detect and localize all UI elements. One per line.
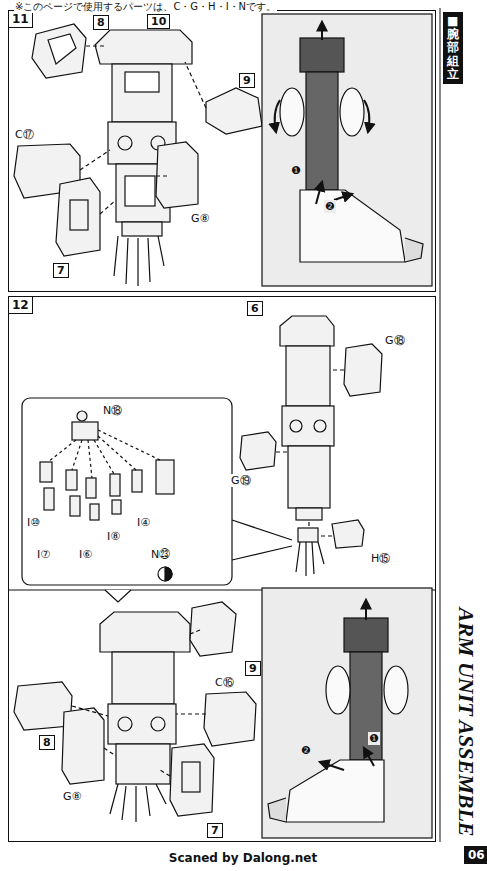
part-number-text: 06 — [468, 848, 485, 862]
part-number-text: 6 — [251, 302, 259, 315]
part-callout: I④ — [136, 516, 151, 529]
part-number-text: 9 — [249, 662, 257, 675]
part-callout: G⑧ — [190, 212, 210, 225]
part-number: 10 — [147, 14, 170, 29]
step-order: ❶ — [368, 732, 380, 745]
step-order: ❶ — [290, 164, 302, 177]
part-callout: G⑱ — [384, 334, 406, 347]
part-number: 7 — [53, 263, 69, 278]
section-title: ■腕部組立 — [447, 15, 459, 81]
step-order: ❷ — [300, 744, 312, 757]
page-number: 06 — [464, 846, 487, 864]
part-callout: N⑱ — [102, 404, 123, 417]
part-number: 8 — [39, 735, 55, 750]
step-number: 12 — [8, 296, 33, 314]
part-callout: I⑩ — [26, 516, 41, 529]
section-heading: ARM UNIT ASSEMBLE — [454, 606, 478, 837]
part-callout: G⑧ — [62, 790, 82, 803]
part-callout: I⑧ — [106, 530, 121, 543]
part-callout: H⑮ — [370, 552, 391, 565]
part-number-text: 8 — [97, 16, 105, 29]
part-number-text: 7 — [211, 824, 219, 837]
part-callout: I⑦ — [36, 548, 51, 561]
section-tab: ■腕部組立 — [443, 12, 463, 84]
part-number-text: 9 — [243, 74, 251, 87]
step-panel: 1181097 — [8, 10, 436, 292]
part-number: 7 — [207, 823, 223, 838]
part-number: 9 — [239, 73, 255, 88]
watermark: Scaned by Dalong.net — [168, 851, 318, 865]
step-panel: 12 6 9 8 7 — [8, 296, 436, 842]
step-order: ❷ — [324, 200, 336, 213]
part-callout: C⑯ — [214, 676, 235, 689]
part-number: 9 — [245, 661, 261, 676]
part-callout: N㉓ — [150, 548, 171, 561]
part-number-text: 8 — [43, 736, 51, 749]
part-callout: G⑲ — [230, 474, 252, 487]
part-callout: C⑰ — [14, 128, 35, 141]
part-number-text: 7 — [57, 264, 65, 277]
part-number: 8 — [93, 15, 109, 30]
part-number: 6 — [247, 301, 263, 316]
note: ※このページで使用するパーツは、C・G・H・I・Nです。 — [14, 0, 277, 13]
part-callout: I⑥ — [78, 548, 93, 561]
part-number-text: 10 — [151, 15, 166, 28]
